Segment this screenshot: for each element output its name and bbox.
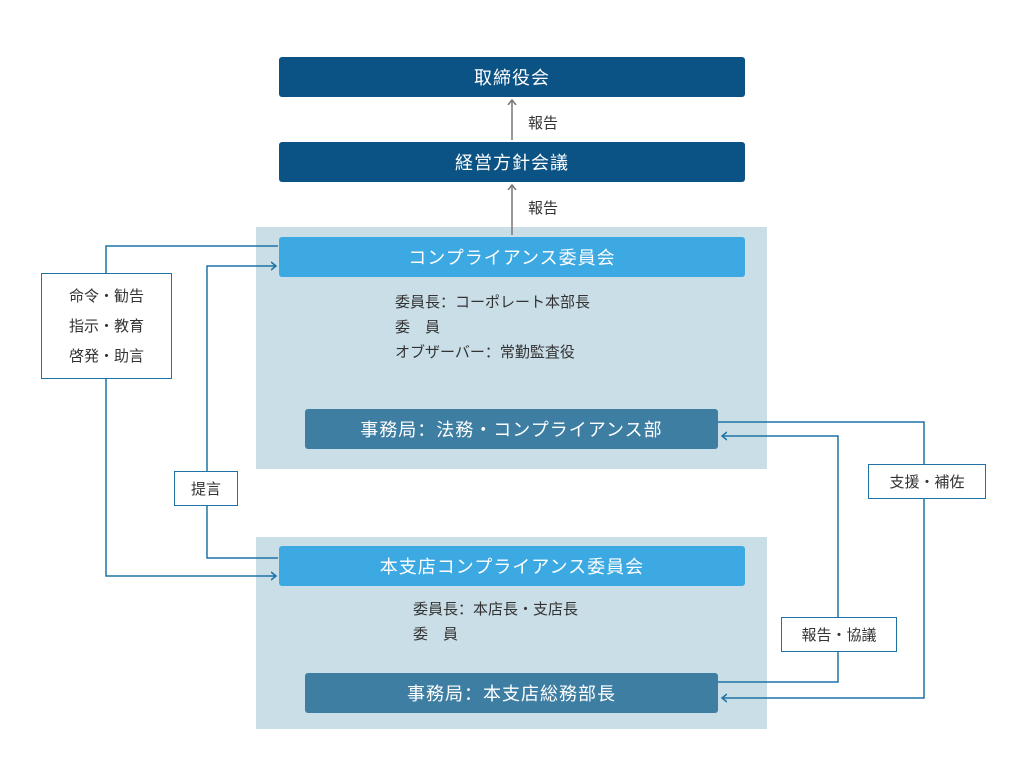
report-consult-label: 報告・協議 xyxy=(781,617,897,652)
orders-label-line-2: 指示・教育 xyxy=(68,317,144,335)
branch-member-chair: 委員長：本店長・支店長 xyxy=(413,600,579,618)
proposal-label: 提言 xyxy=(174,471,238,506)
branch-member-members: 委 員 xyxy=(413,625,459,643)
report-consult-label-text: 報告・協議 xyxy=(801,626,877,644)
proposal-label-text: 提言 xyxy=(190,480,221,498)
orders-label-line-3: 啓発・助言 xyxy=(68,347,144,365)
committee-member-observer: オブザーバー：常勤監査役 xyxy=(395,343,575,361)
report-label-1: 報告 xyxy=(528,114,559,132)
management-meeting-box: 経営方針会議 xyxy=(279,142,745,182)
committee-member-chair: 委員長：コーポレート本部長 xyxy=(395,293,591,311)
orders-line xyxy=(105,245,278,576)
committee-title-box: コンプライアンス委員会 xyxy=(279,237,745,277)
support-line xyxy=(718,421,925,698)
orders-label: 命令・勧告 指示・教育 啓発・助言 xyxy=(41,273,172,379)
branch-committee-title-box: 本支店コンプライアンス委員会 xyxy=(279,546,745,586)
support-label: 支援・補佐 xyxy=(868,464,986,499)
proposal-line xyxy=(206,266,278,559)
report-label-2: 報告 xyxy=(528,199,559,217)
branch-secretariat-box: 事務局：本支店総務部長 xyxy=(305,673,718,713)
support-label-text: 支援・補佐 xyxy=(889,473,965,491)
report-consult-line xyxy=(718,436,839,683)
committee-member-members: 委 員 xyxy=(395,318,441,336)
committee-secretariat-box: 事務局：法務・コンプライアンス部 xyxy=(305,409,718,449)
board-box: 取締役会 xyxy=(279,57,745,97)
branch-committee-members: 委員長：本店長・支店長 委 員 xyxy=(413,597,578,647)
committee-members: 委員長：コーポレート本部長 委 員 オブザーバー：常勤監査役 xyxy=(395,290,590,365)
orders-label-line-1: 命令・勧告 xyxy=(68,287,144,305)
